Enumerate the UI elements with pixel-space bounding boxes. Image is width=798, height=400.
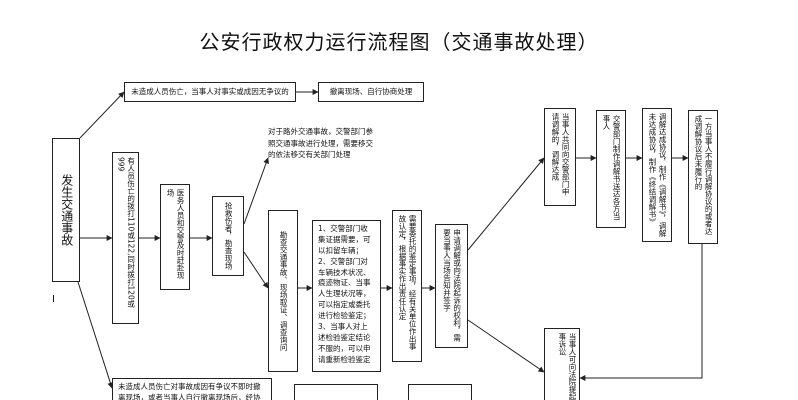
node-responsibility: 需要委托的鉴定事项，经有关单位作出事故认定，根据事实作出责任认定: [392, 210, 422, 362]
node-off-road-label: 对于路外交通事故，交警部门参照交通事故进行处理，需要移交的依法移交有关部门处理: [268, 127, 373, 160]
node-mediation-steps: 调解达成协议，制作《调解书》，调解未达成协议，制作《终结调解书》: [642, 108, 672, 242]
node-mediation-fail-label: 一方当事人不履行调解协议的或者达成调解协议后未履行的: [694, 115, 714, 235]
arrow-start-to-dispute: [77, 281, 114, 389]
arrow-mediation-apply-to-mediation-success: [467, 157, 545, 251]
node-start-label: 发生交通事故: [59, 174, 74, 246]
node-mediation-doc-label: 交警部门制作调解书送达各方当事人: [602, 115, 622, 220]
node-no-injury-label: 未造成人员伤亡，当事人对事实或成因无争议的: [131, 86, 289, 96]
node-mediation-apply: 申请调解或向法院起诉的权利，需要当事人当场告知并签字: [435, 224, 468, 348]
node-mediation-apply-label: 申请调解或向法院起诉的权利，需要当事人当场告知并签字: [442, 229, 462, 342]
node-self-negotiate: 撤离现场、自行协商处理: [318, 82, 424, 102]
node-court-label: 当事人可向法院提起民事诉讼: [557, 333, 577, 400]
node-scene-investigation: 勘查交通事故、现场取证、调查询问: [268, 210, 298, 372]
arrow-fail-to-court: [579, 244, 703, 381]
arrow-rescue-to-scene: [243, 251, 269, 289]
node-bottom-stub-1: [294, 384, 378, 400]
node-dispute-note: 未造成人员伤亡对事故成因有争议不即时撤离现场，或者当事人自行撤离现场后，经协商未…: [112, 378, 272, 400]
node-off-road: 对于路外交通事故，交警部门参照交通事故进行处理，需要移交的依法移交有关部门处理: [268, 126, 380, 161]
node-start: 发生交通事故: [52, 138, 80, 282]
arrow-mediation-apply-to-court: [467, 319, 545, 373]
node-no-injury: 未造成人员伤亡，当事人对事实或成因无争议的: [124, 82, 296, 102]
node-bottom-stub-2: [408, 384, 472, 400]
arrow-rescue-to-offroad: [243, 157, 269, 225]
node-self-negotiate-label: 撤离现场、自行协商处理: [329, 86, 413, 96]
node-mediation-fail: 一方当事人不履行调解协议的或者达成调解协议后未履行的: [688, 110, 718, 244]
node-evidence-label: 1、交警部门收集证据需要，可以扣留车辆；2、交警部门对车辆技术状况、痕迹物证、当…: [318, 224, 371, 364]
node-police-arrive-label: 医务人员和交警及时赶赴现场: [166, 189, 186, 279]
node-court: 当事人可向法院提起民事诉讼: [544, 328, 580, 400]
node-injury-alarm-label: 有人员伤亡的拨打110或122,同时拨打120或999: [116, 157, 136, 308]
node-scene-investigation-label: 勘查交通事故、现场取证、调查询问: [279, 231, 289, 351]
node-mediation-success-label: 当事人共同向交警部门申请调解的，调解达成: [551, 113, 571, 196]
node-mediation-doc: 交警部门制作调解书送达各方当事人: [596, 110, 626, 228]
arrow-start-to-no-injury: [79, 91, 125, 139]
node-evidence: 1、交警部门收集证据需要，可以扣留车辆；2、交警部门对车辆技术状况、痕迹物证、当…: [312, 220, 381, 372]
node-injury-alarm: 有人员伤亡的拨打110或122,同时拨打120或999: [112, 152, 139, 324]
node-police-arrive: 医务人员和交警及时赶赴现场: [160, 184, 190, 290]
node-mediation-steps-label: 调解达成协议，制作《调解书》，调解未达成协议，制作《终结调解书》: [648, 113, 668, 237]
page-title: 公安行政权力运行流程图（交通事故处理）: [199, 30, 599, 54]
node-rescue-label: 抢救伤者，勘查现场: [224, 202, 234, 270]
node-dispute-note-label: 未造成人员伤亡对事故成因有争议不即时撤离现场，或者当事人自行撤离现场后，经协商未…: [118, 382, 261, 400]
node-mediation-success: 当事人共同向交警部门申请调解的，调解达成: [544, 108, 576, 206]
node-responsibility-label: 需要委托的鉴定事项，经有关单位作出事故认定，根据事实作出责任认定: [398, 215, 418, 350]
node-rescue: 抢救伤者，勘查现场: [212, 196, 244, 276]
side-marker: I: [52, 294, 55, 305]
